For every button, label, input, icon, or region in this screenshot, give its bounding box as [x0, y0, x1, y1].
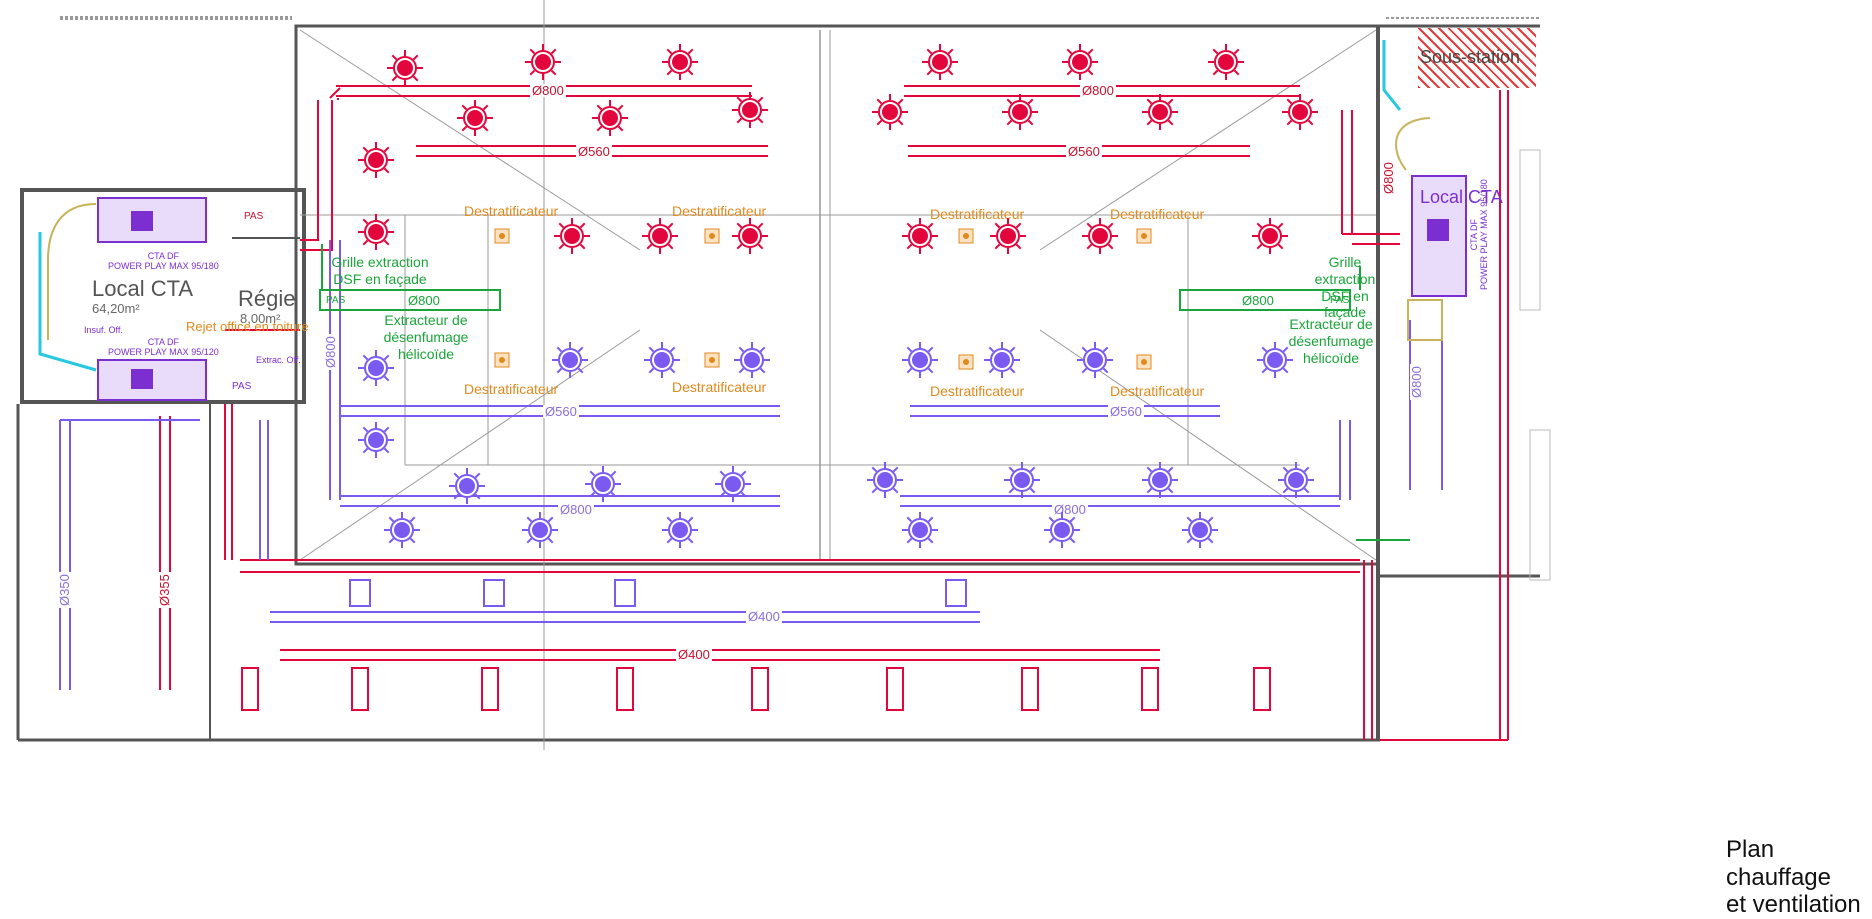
insuf-office-label: Insuf. Off. [84, 325, 123, 335]
building-walls [16, 24, 1540, 742]
dia-560-right: Ø560 [1066, 144, 1102, 159]
pas-label-2: PAS [326, 295, 346, 306]
dia-350-vertical: Ø350 [57, 572, 72, 608]
room-sous-station: Sous-station [1420, 47, 1521, 67]
dia-355-vertical: Ø355 [157, 572, 172, 608]
plan-stage: Local CTA 64,20m² Régie 8,00m² Sous-stat… [16, 0, 1861, 918]
extracteur-right: Extracteur de désenfumage hélicoïde [1288, 316, 1374, 366]
cta-bottom-line2: POWER PLAY MAX 95/120 [108, 346, 219, 357]
dia-800-top-left: Ø800 [530, 83, 566, 98]
dia-800-purple-vertical: Ø800 [323, 334, 338, 370]
sous-station-hatch [1418, 28, 1536, 88]
room-local-cta-left-area: 64,20m² [92, 301, 140, 316]
pas-label-4: PAS [1330, 295, 1350, 306]
extract-office-label: Extrac. Off. [256, 355, 301, 365]
destrat-label-3: Destratificateur [930, 206, 1025, 222]
room-regie: Régie [238, 286, 296, 311]
ventilation-floor-plan [16, 0, 1551, 750]
plan-caption: Plan chauffage et ventilation [1726, 836, 1872, 919]
destrat-label-2: Destratificateur [672, 203, 767, 219]
dia-800-right-vertical-top: Ø800 [1381, 160, 1396, 196]
destrat-label-5: Destratificateur [464, 381, 559, 397]
cta-right-label: CTA DF POWER PLAY MAX 95/180 [1469, 179, 1490, 290]
dia-560-purple-right: Ø560 [1108, 404, 1144, 419]
extract-ducts [59, 240, 1443, 690]
ahu-cyan-ducts [38, 40, 1402, 372]
air-handling-units [97, 175, 1467, 401]
ahu-duct-connections [47, 117, 1443, 341]
caption-line1: Plan chauffage [1726, 836, 1831, 891]
smoke-exhaust-ducts [319, 244, 1410, 541]
room-local-cta-left: Local CTA [92, 276, 194, 301]
destrat-label-7: Destratificateur [930, 383, 1025, 399]
grille-extraction-right: Grille extraction DSF en façade [1314, 254, 1376, 321]
grille-extraction-left: Grille extraction DSF en façade [331, 254, 429, 287]
dia-400-red: Ø400 [676, 647, 712, 662]
caption-line2: et ventilation [1726, 891, 1861, 919]
dia-800-purple-left: Ø800 [558, 502, 594, 517]
destrat-label-6: Destratificateur [672, 379, 767, 395]
pas-label-1: PAS [244, 211, 264, 222]
rejet-office-label: Rejet office en toiture [186, 319, 309, 334]
cta-top-line1: CTA DF [147, 251, 180, 261]
structure-lines [60, 0, 1551, 750]
extracteur-left: Extracteur de désenfumage hélicoïde [383, 312, 469, 362]
cta-bottom-line1: CTA DF [147, 337, 180, 347]
room-regie-area: 8,00m² [240, 311, 281, 326]
dia-800-top-right: Ø800 [1080, 83, 1116, 98]
cta-bottom-label: CTA DF POWER PLAY MAX 95/120 [108, 337, 219, 358]
dia-800-purple-right: Ø800 [1052, 502, 1088, 517]
destrat-label-8: Destratificateur [1110, 383, 1205, 399]
dia-800-right-vertical-bottom: Ø800 [1409, 364, 1424, 400]
dia-400-purple: Ø400 [746, 609, 782, 624]
cta-right-line2: POWER PLAY MAX 95/180 [1478, 179, 1489, 290]
pas-label-3: PAS [232, 381, 252, 392]
cta-top-line2: POWER PLAY MAX 95/180 [108, 260, 219, 271]
dia-560-purple-left: Ø560 [543, 404, 579, 419]
destrat-label-1: Destratificateur [464, 203, 559, 219]
dia-800-green-left: Ø800 [406, 293, 442, 308]
supply-ducts [159, 85, 1509, 741]
room-local-cta-right: Local CTA [1420, 187, 1503, 207]
dia-800-green-right: Ø800 [1240, 293, 1276, 308]
dia-560-left: Ø560 [576, 144, 612, 159]
cta-top-label: CTA DF POWER PLAY MAX 95/180 [108, 251, 219, 272]
destrat-label-4: Destratificateur [1110, 206, 1205, 222]
